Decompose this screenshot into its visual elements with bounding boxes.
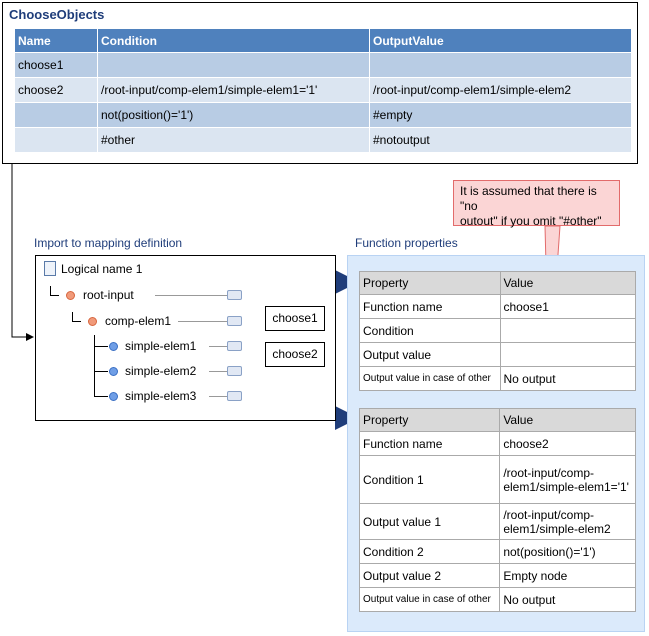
table-row: Output value in case of other No output xyxy=(359,366,636,391)
property-name: Output value in case of other xyxy=(358,587,501,612)
cell-name: choose2 xyxy=(15,78,98,103)
table-row: Function name choose2 xyxy=(358,431,636,456)
column-header-outputvalue: OutputValue xyxy=(370,29,632,53)
choose-objects-title: ChooseObjects xyxy=(9,7,105,22)
table-header-row: Property Value xyxy=(358,408,636,432)
property-name: Function name xyxy=(359,294,501,319)
table-row: Condition 1 /root-input/comp-elem1/simpl… xyxy=(358,455,636,504)
table-row: Condition xyxy=(359,318,636,343)
complex-element-icon xyxy=(66,291,75,300)
property-name: Output value xyxy=(359,342,501,367)
table-header-row: Name Condition OutputValue xyxy=(15,29,632,53)
tree-node-comp-elem1[interactable]: comp-elem1 xyxy=(105,314,172,328)
property-name: Condition 2 xyxy=(358,539,501,564)
table-row: Output value in case of other No output xyxy=(358,587,636,612)
tree-node-simple-elem3[interactable]: simple-elem3 xyxy=(125,389,197,403)
cell-outputvalue: #empty xyxy=(370,103,632,128)
cell-condition: not(position()='1') xyxy=(98,103,370,128)
cell-name: choose1 xyxy=(15,53,98,78)
callout-note: It is assumed that there is "no outout" … xyxy=(453,180,620,228)
property-name: Output value 2 xyxy=(358,563,501,588)
node-line xyxy=(209,346,227,347)
property-value: /root-input/comp-elem1/simple-elem2 xyxy=(499,503,636,540)
node-line xyxy=(209,396,227,397)
column-header-value: Value xyxy=(499,408,636,432)
port-root-input[interactable] xyxy=(227,290,242,300)
port-simple-elem1[interactable] xyxy=(227,341,242,351)
port-simple-elem3[interactable] xyxy=(227,391,242,401)
function-properties-label: Function properties xyxy=(355,236,458,250)
table-row: Output value xyxy=(359,342,636,367)
logical-name: Logical name 1 xyxy=(61,262,143,276)
tree-node-root-input[interactable]: root-input xyxy=(83,288,134,302)
function-box-choose2[interactable]: choose2 xyxy=(265,342,325,367)
import-panel xyxy=(35,255,336,421)
tree-connector xyxy=(94,396,108,397)
property-name: Output value 1 xyxy=(358,503,501,540)
property-value: No output xyxy=(499,366,636,391)
tree-node-simple-elem2[interactable]: simple-elem2 xyxy=(125,364,197,378)
property-name: Output value in case of other xyxy=(359,366,501,391)
tree-connector xyxy=(94,346,108,347)
table-row: choose2 /root-input/comp-elem1/simple-el… xyxy=(15,78,632,103)
callout-line-2: outout" if you omit "#other" xyxy=(460,214,602,228)
port-simple-elem2[interactable] xyxy=(227,366,242,376)
property-value: No output xyxy=(499,587,636,612)
table-row: Output value 2 Empty node xyxy=(358,563,636,588)
node-line xyxy=(178,321,227,322)
tree-connector xyxy=(94,335,95,397)
property-value xyxy=(499,318,636,343)
property-value: Empty node xyxy=(499,563,636,588)
callout-line-1: It is assumed that there is "no xyxy=(460,184,597,213)
properties-table-choose2: Property Value Function name choose2 Con… xyxy=(358,408,636,612)
property-name: Condition xyxy=(359,318,501,343)
tree-connector xyxy=(72,312,81,322)
import-section-label: Import to mapping definition xyxy=(34,236,183,250)
property-value: choose2 xyxy=(499,431,636,456)
cell-outputvalue: #notoutput xyxy=(370,128,632,153)
cell-condition: /root-input/comp-elem1/simple-elem1='1' xyxy=(98,78,370,103)
column-header-condition: Condition xyxy=(98,29,370,53)
table-row: Function name choose1 xyxy=(359,294,636,319)
table-header-row: Property Value xyxy=(359,271,636,295)
port-comp-elem1[interactable] xyxy=(227,316,242,326)
choose-to-import-connector xyxy=(11,164,34,341)
node-line xyxy=(155,295,227,296)
column-header-value: Value xyxy=(499,271,636,295)
table-row: #other #notoutput xyxy=(15,128,632,153)
cell-name xyxy=(15,128,98,153)
simple-element-icon xyxy=(109,392,118,401)
cell-condition: #other xyxy=(98,128,370,153)
tree-connector xyxy=(50,286,59,296)
properties-table-choose1: Property Value Function name choose1 Con… xyxy=(359,271,636,391)
tree-node-simple-elem1[interactable]: simple-elem1 xyxy=(125,339,197,353)
column-header-property: Property xyxy=(358,408,501,432)
node-line xyxy=(209,371,227,372)
property-value xyxy=(499,342,636,367)
property-value: not(position()='1') xyxy=(499,539,636,564)
property-value: choose1 xyxy=(499,294,636,319)
function-box-choose1[interactable]: choose1 xyxy=(265,306,325,331)
property-value: /root-input/comp-elem1/simple-elem1='1' xyxy=(499,455,636,504)
document-icon xyxy=(44,261,56,276)
simple-element-icon xyxy=(109,342,118,351)
cell-name xyxy=(15,103,98,128)
complex-element-icon xyxy=(88,317,97,326)
table-row: choose1 xyxy=(15,53,632,78)
table-row: Output value 1 /root-input/comp-elem1/si… xyxy=(358,503,636,540)
column-header-property: Property xyxy=(359,271,501,295)
cell-condition xyxy=(98,53,370,78)
property-name: Function name xyxy=(358,431,501,456)
column-header-name: Name xyxy=(15,29,98,53)
cell-outputvalue: /root-input/comp-elem1/simple-elem2 xyxy=(370,78,632,103)
cell-outputvalue xyxy=(370,53,632,78)
property-name: Condition 1 xyxy=(358,455,501,504)
table-row: not(position()='1') #empty xyxy=(15,103,632,128)
simple-element-icon xyxy=(109,367,118,376)
table-row: Condition 2 not(position()='1') xyxy=(358,539,636,564)
choose-objects-table: Name Condition OutputValue choose1 choos… xyxy=(15,29,632,153)
tree-connector xyxy=(94,371,108,372)
